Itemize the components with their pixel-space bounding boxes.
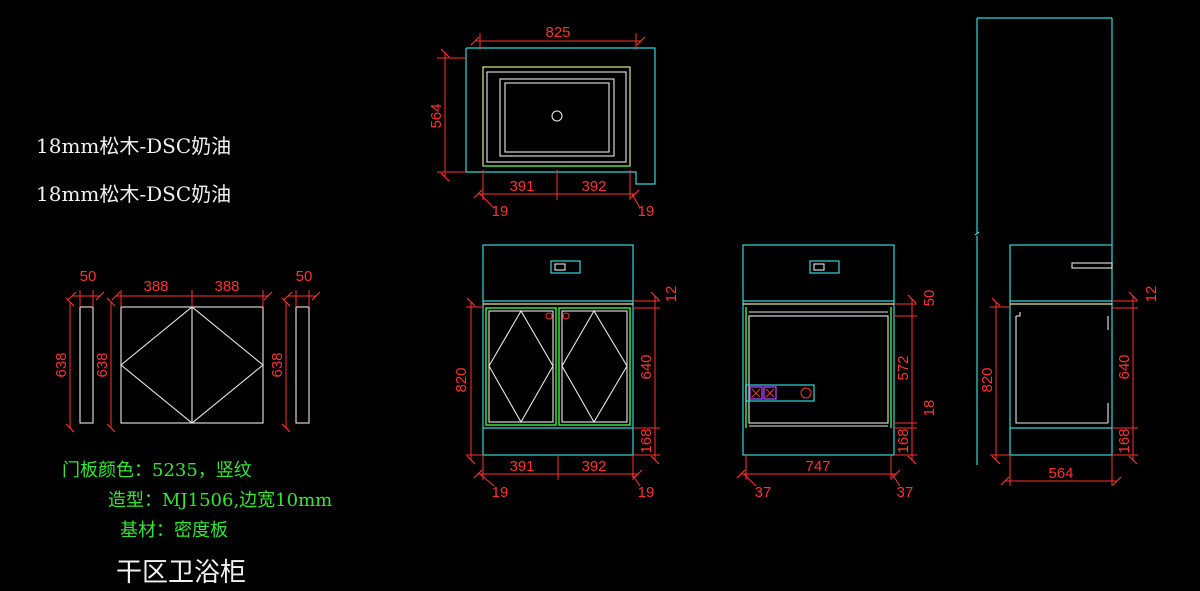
dim-side-top-gap: 12 bbox=[1143, 286, 1160, 303]
top-view: 825 564 391 392 19 19 bbox=[428, 24, 656, 220]
dim-side-base: 168 bbox=[1116, 428, 1133, 453]
material-note-1: 18mm松木-DSC奶油 bbox=[36, 134, 232, 158]
material-note-2: 18mm松木-DSC奶油 bbox=[36, 182, 232, 206]
faucet-spout bbox=[1071, 262, 1113, 269]
dim-side-right-height: 638 bbox=[269, 352, 286, 377]
dim-inner-side-right: 37 bbox=[897, 484, 914, 501]
inner-view: 50 572 18 168 747 37 37 bbox=[736, 244, 938, 501]
door-color-note: 门板颜色：5235，竖纹 bbox=[62, 460, 252, 481]
dim-side-right-width: 50 bbox=[296, 268, 313, 285]
dim-side-height: 820 bbox=[979, 367, 996, 392]
faucet-symbol bbox=[550, 260, 581, 274]
dim-front-base: 168 bbox=[638, 428, 655, 453]
drawing-title: 干区卫浴柜 bbox=[116, 558, 247, 588]
dim-front-top-gap: 12 bbox=[663, 286, 680, 303]
dim-side-depth: 564 bbox=[1048, 465, 1073, 482]
substrate-note: 基材：密度板 bbox=[120, 520, 228, 541]
dim-inner-height: 572 bbox=[895, 355, 912, 380]
power-outlet bbox=[745, 384, 815, 402]
dim-side-left-width: 50 bbox=[80, 268, 97, 285]
dim-inner-top: 50 bbox=[921, 290, 938, 307]
dim-top-left-half: 391 bbox=[509, 178, 534, 195]
dim-inner-shelf: 18 bbox=[921, 400, 938, 417]
door-panel-view: 50 388 388 50 638 638 638 bbox=[53, 268, 321, 433]
dim-top-depth: 564 bbox=[428, 103, 445, 128]
faucet-symbol-2 bbox=[809, 260, 840, 274]
dim-front-door-height: 640 bbox=[638, 354, 655, 379]
dim-top-right-half: 392 bbox=[581, 178, 606, 195]
drain-hole bbox=[551, 110, 563, 122]
dim-door-height: 638 bbox=[94, 352, 111, 377]
dim-inner-base: 168 bbox=[895, 428, 912, 453]
dim-front-right-half: 392 bbox=[581, 458, 606, 475]
dim-top-side-left: 19 bbox=[492, 203, 509, 220]
dim-front-side-right: 19 bbox=[638, 484, 655, 501]
dim-inner-side-left: 37 bbox=[755, 484, 772, 501]
dim-top-width: 825 bbox=[545, 24, 570, 41]
front-view: 820 12 640 168 391 392 19 19 bbox=[453, 244, 680, 501]
dim-door-right-width: 388 bbox=[214, 278, 239, 295]
side-view: 820 12 640 168 564 bbox=[974, 17, 1160, 486]
door-style-note: 造型：MJ1506,边宽10mm bbox=[108, 490, 333, 511]
dim-inner-width: 747 bbox=[805, 458, 830, 475]
dim-side-door-height: 640 bbox=[1116, 354, 1133, 379]
dim-door-left-width: 388 bbox=[143, 278, 168, 295]
dim-top-side-right: 19 bbox=[638, 203, 655, 220]
dim-front-side-left: 19 bbox=[492, 484, 509, 501]
dim-front-height: 820 bbox=[453, 367, 470, 392]
dim-side-left-height: 638 bbox=[53, 352, 70, 377]
dim-front-left-half: 391 bbox=[509, 458, 534, 475]
